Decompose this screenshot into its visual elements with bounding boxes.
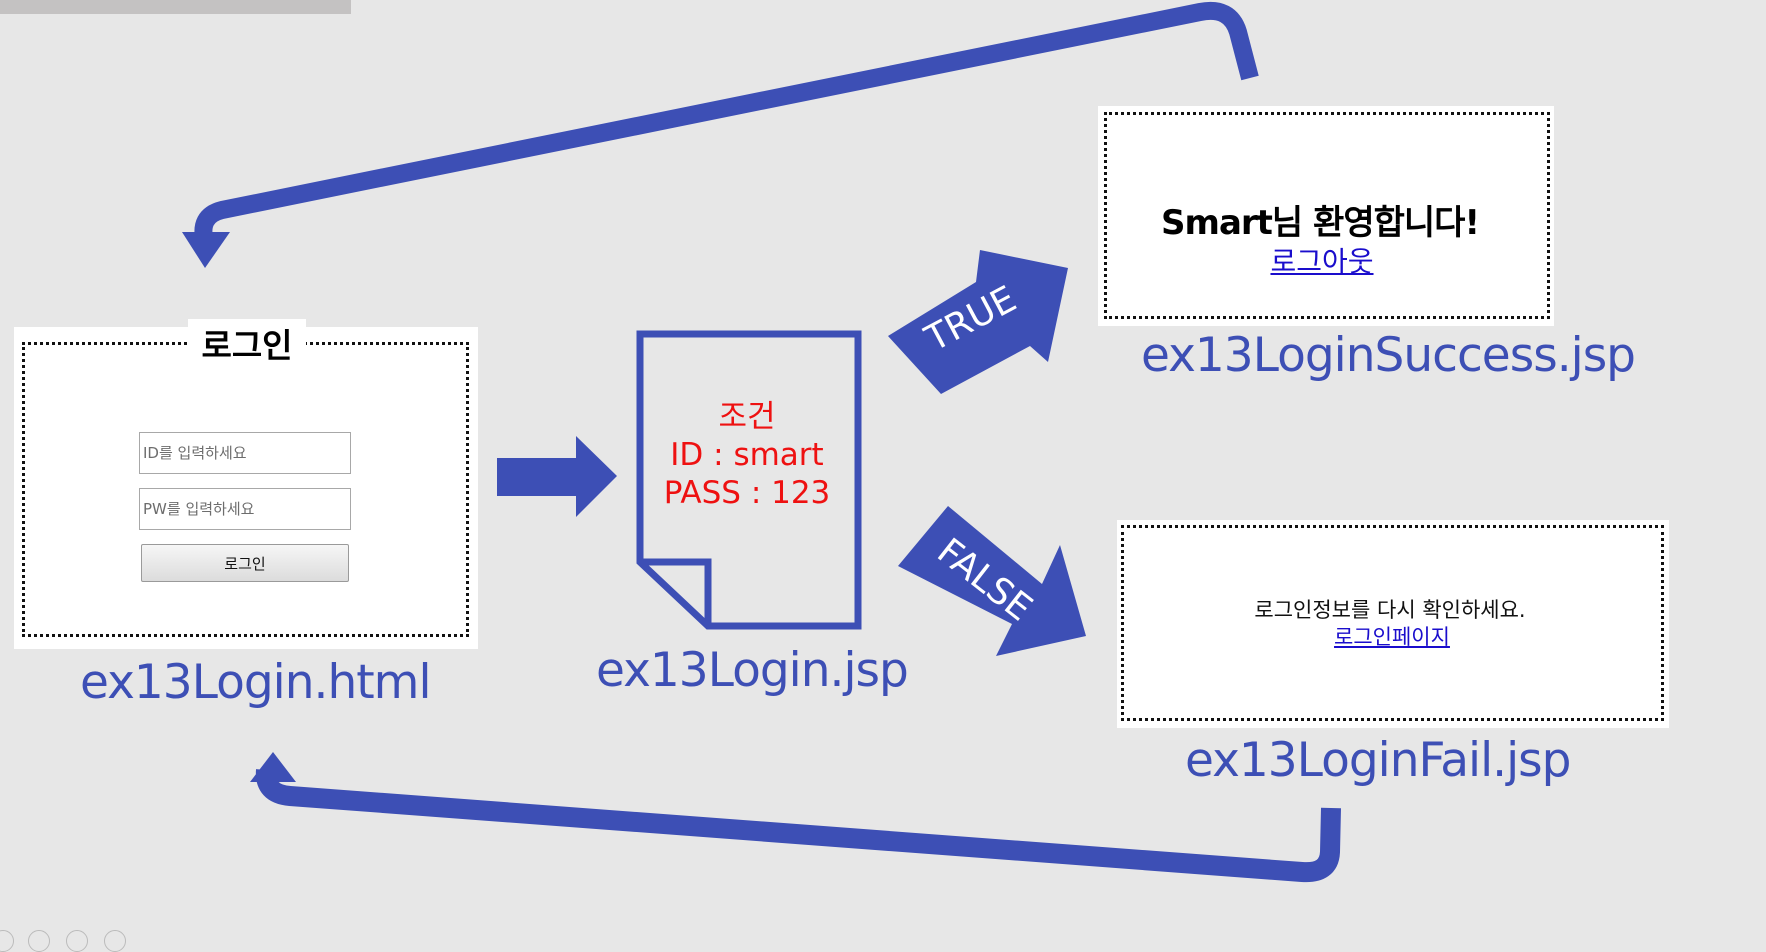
pw-input[interactable] [139, 488, 351, 530]
condition-box: 조건 ID : smart PASS : 123 [647, 398, 847, 512]
success-jsp-filename: ex13LoginSuccess.jsp [1141, 328, 1636, 383]
fail-jsp-filename: ex13LoginFail.jsp [1185, 733, 1571, 788]
login-page-link[interactable]: 로그인페이지 [1334, 625, 1450, 649]
condition-pass: PASS : 123 [663, 475, 831, 511]
login-heading: 로그인 [188, 319, 306, 367]
false-branch-arrow: FALSE [898, 506, 1086, 656]
success-to-login-loop-arrow [194, 2, 1259, 245]
slide-control-icon[interactable] [66, 930, 88, 952]
slide-control-icon[interactable] [28, 930, 50, 952]
success-to-login-arrowhead [182, 232, 230, 268]
fail-page-border [1121, 525, 1664, 721]
jsp-document-icon [636, 330, 862, 630]
fail-message: 로그인정보를 다시 확인하세요. [1254, 598, 1526, 622]
fail-to-login-loop-arrow [255, 769, 1341, 883]
success-page-panel [1098, 106, 1554, 326]
top-bar [0, 0, 351, 14]
slide-control-icon[interactable] [104, 930, 126, 952]
true-branch-arrow: TRUE [888, 250, 1068, 394]
welcome-message: Smart님 환영합니다! [1161, 203, 1480, 243]
fail-to-login-arrowhead [250, 752, 296, 782]
success-page-border [1104, 112, 1550, 319]
fail-page-panel [1117, 520, 1669, 728]
id-input[interactable] [139, 432, 351, 474]
login-html-filename: ex13Login.html [80, 655, 432, 710]
login-jsp-filename: ex13Login.jsp [596, 643, 909, 698]
condition-title: 조건 [718, 399, 776, 435]
logout-link[interactable]: 로그아웃 [1270, 245, 1374, 278]
condition-id: ID : smart [670, 437, 824, 473]
html-to-jsp-arrow [497, 436, 617, 517]
login-button[interactable]: 로그인 [141, 544, 349, 582]
